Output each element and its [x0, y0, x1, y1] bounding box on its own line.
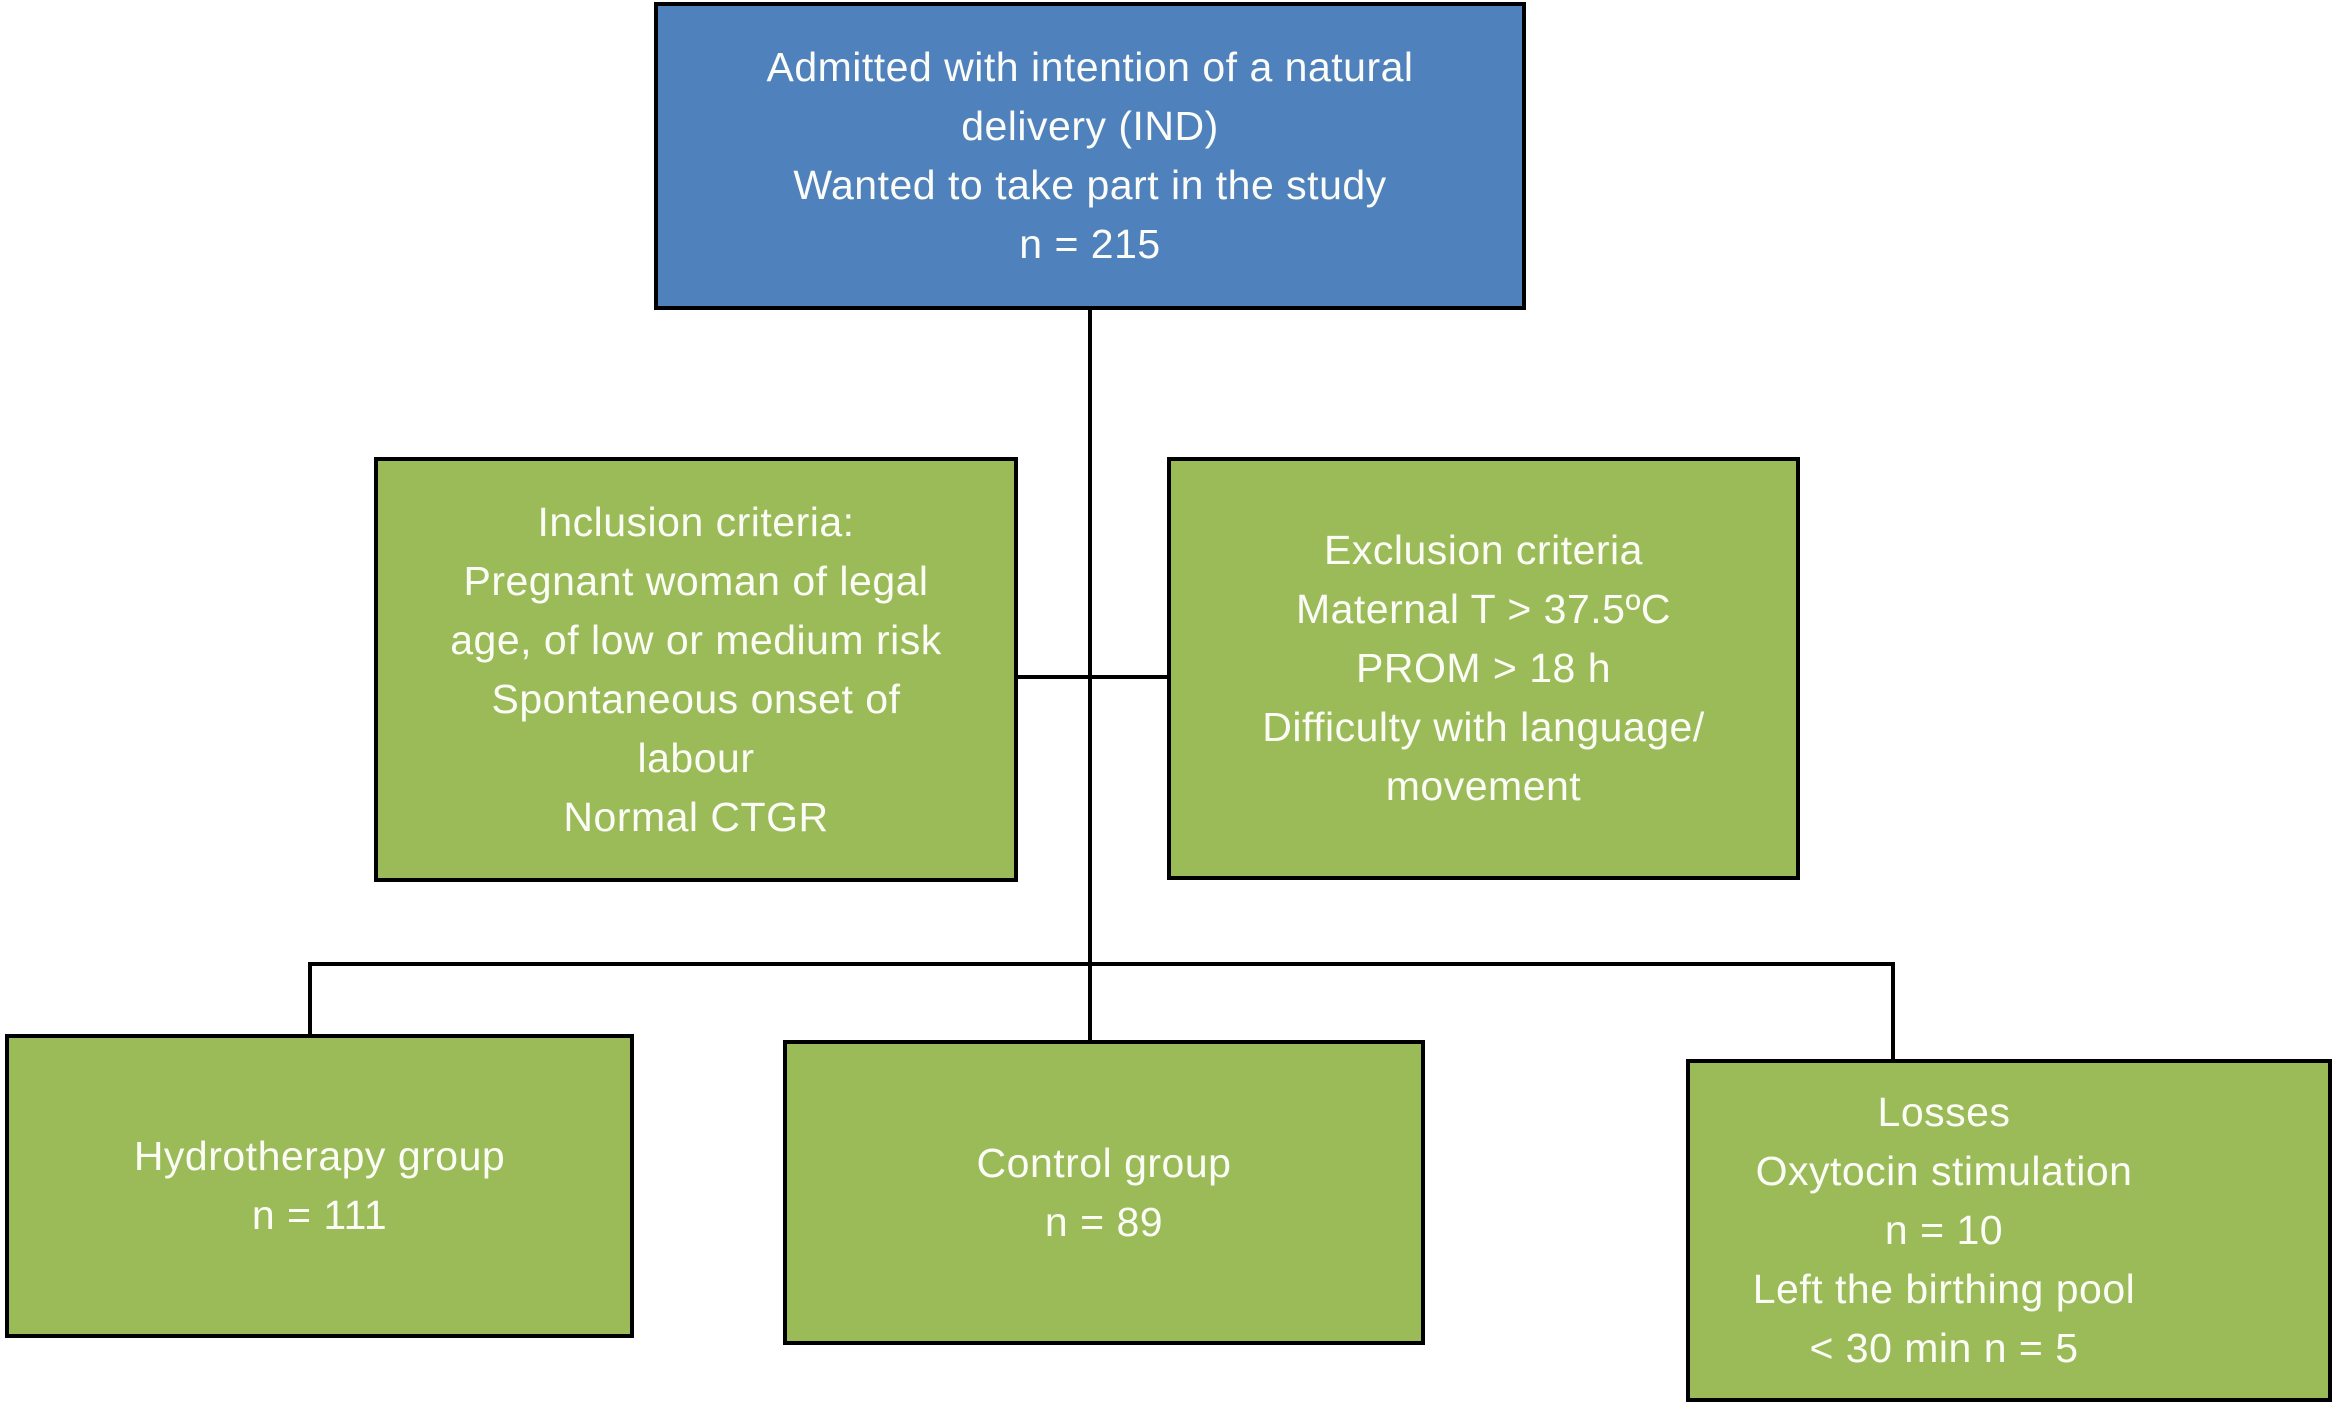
- box-control-count: n = 89: [1044, 1198, 1164, 1245]
- box-inclusion-line: age, of low or medium risk: [450, 616, 942, 663]
- box-admitted-line: delivery (IND): [961, 103, 1219, 149]
- box-losses-count: n = 10: [1884, 1207, 2004, 1253]
- box-losses-line: Left the birthing pool: [1752, 1266, 2136, 1312]
- box-hydrotherapy-line: Hydrotherapy group: [133, 1133, 506, 1179]
- box-losses-line: Losses: [1877, 1089, 2011, 1135]
- connector-criteria-horizontal-line: [1014, 675, 1171, 679]
- box-exclusion-line: Exclusion criteria: [1324, 527, 1643, 573]
- box-admitted: Admitted with intention of a natural del…: [654, 2, 1526, 310]
- box-hydrotherapy-count: n = 111: [251, 1192, 388, 1238]
- box-exclusion-line: PROM > 18 h: [1355, 645, 1612, 691]
- box-inclusion-criteria: Inclusion criteria: Pregnant woman of le…: [374, 457, 1018, 882]
- box-control-line: Control group: [976, 1139, 1232, 1186]
- box-inclusion-line: labour: [637, 734, 755, 781]
- box-inclusion-line: Inclusion criteria:: [537, 498, 855, 545]
- box-losses-line: Oxytocin stimulation: [1755, 1148, 2133, 1194]
- box-inclusion-line: Pregnant woman of legal: [463, 557, 929, 604]
- box-exclusion-line: Difficulty with language/: [1262, 704, 1705, 750]
- box-admitted-count: n = 215: [1019, 221, 1161, 267]
- box-exclusion-criteria: Exclusion criteria Maternal T > 37.5ºC P…: [1167, 457, 1800, 880]
- connector-hydrotherapy-drop-line: [308, 962, 312, 1038]
- connector-losses-drop-line: [1891, 962, 1895, 1063]
- box-inclusion-line: Normal CTGR: [563, 793, 829, 840]
- box-admitted-line: Admitted with intention of a natural: [766, 44, 1414, 90]
- box-hydrotherapy-group: Hydrotherapy group n = 111: [5, 1034, 634, 1338]
- box-losses-line: < 30 min n = 5: [1809, 1325, 2079, 1371]
- box-control-group: Control group n = 89: [783, 1040, 1425, 1345]
- connector-branch-horizontal-line: [308, 962, 1895, 966]
- box-exclusion-line: Maternal T > 37.5ºC: [1295, 586, 1672, 632]
- box-losses: Losses Oxytocin stimulation n = 10 Left …: [1686, 1059, 2332, 1402]
- box-exclusion-line: movement: [1385, 763, 1582, 809]
- box-admitted-line: Wanted to take part in the study: [793, 162, 1387, 208]
- box-inclusion-line: Spontaneous onset of: [491, 675, 901, 722]
